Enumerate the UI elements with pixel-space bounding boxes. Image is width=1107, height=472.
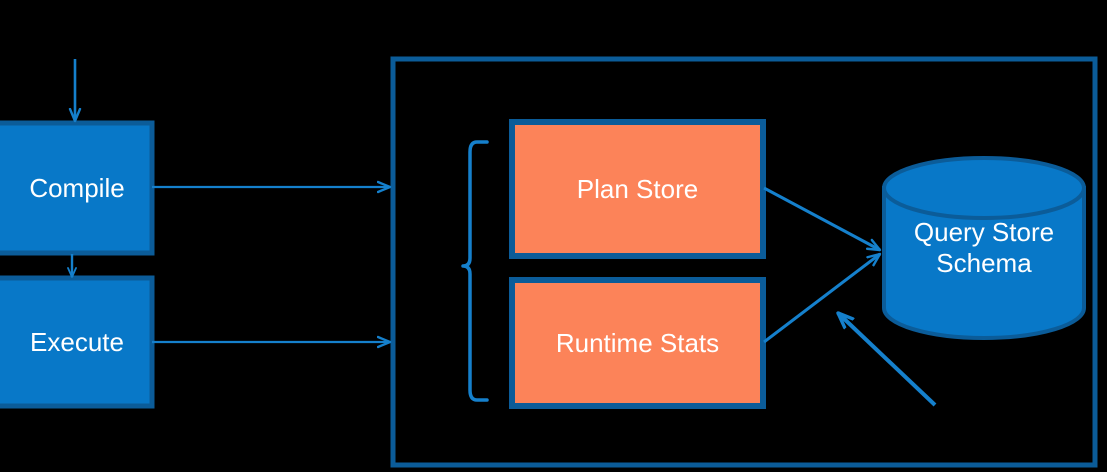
query-store-schema-cylinder[interactable] (882, 156, 1086, 340)
compile-box[interactable] (0, 120, 155, 256)
external-to-schema-arrow (838, 313, 937, 407)
runtime-stats-box[interactable] (509, 277, 766, 409)
execute-box[interactable] (0, 275, 155, 409)
runtime-stats-to-schema-arrow (763, 254, 880, 344)
grouping-brace (461, 140, 489, 402)
query-store-container (390, 56, 1098, 468)
plan-store-to-schema-arrow (763, 186, 880, 252)
plan-store-box[interactable] (509, 119, 766, 259)
